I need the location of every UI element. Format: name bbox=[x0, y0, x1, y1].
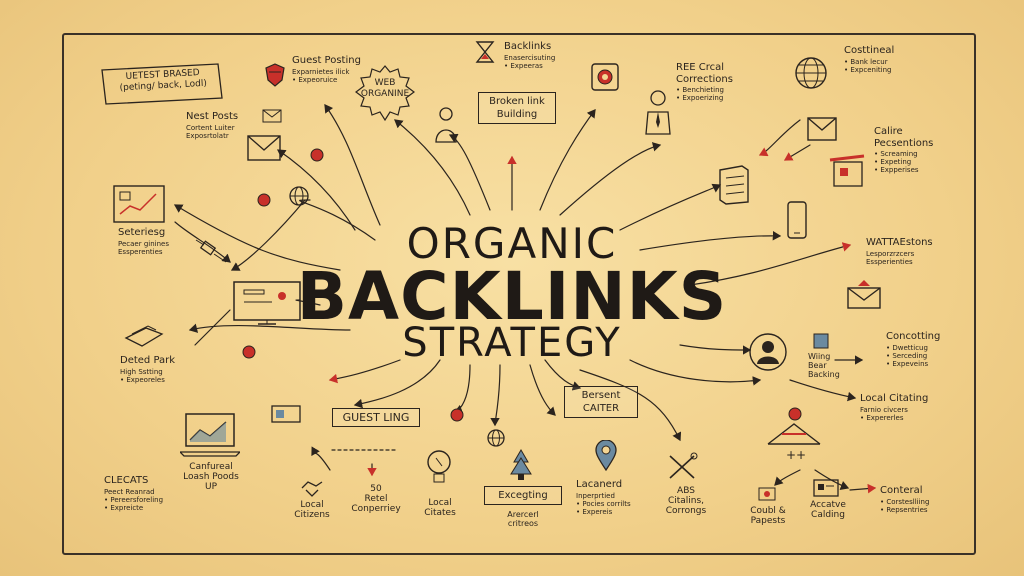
alert-dot-icon bbox=[242, 344, 256, 363]
excegting-box: Excegting bbox=[484, 486, 562, 505]
coubl-label: Coubl & Papests bbox=[750, 506, 786, 526]
ree-crcal-label: REE Crcal Corrections • Benchieting • Ex… bbox=[676, 62, 733, 102]
tools-icon bbox=[666, 452, 700, 486]
monitor-icon bbox=[232, 280, 302, 334]
stamp-text: WEB ORGANINE bbox=[360, 78, 410, 99]
guest-ling-box: GUEST LING bbox=[332, 408, 420, 427]
lacanered-label: Lacanerd Inperprtied • Pocies corrilts •… bbox=[576, 479, 631, 516]
fifty-label: 50 Retel Conperriey bbox=[351, 484, 401, 514]
alert-dot-icon bbox=[788, 406, 802, 425]
title-strategy: STRATEGY bbox=[402, 320, 622, 366]
contral-label: Conteral • Corsteslliing • Repsentries bbox=[880, 485, 930, 514]
pin-icon bbox=[594, 439, 618, 476]
small-envelope-icon bbox=[262, 108, 282, 127]
concotting-label: Concotting • Dwetticug • Serceding • Exp… bbox=[886, 331, 941, 368]
cleats-label: CLECATS Peect Reanrad • Pereersforeling … bbox=[104, 475, 164, 512]
excegting-node: Excegting Arercerl critreos bbox=[484, 486, 562, 528]
notepad-icon bbox=[828, 154, 868, 194]
alert-dot-icon bbox=[257, 192, 271, 211]
wattastons-label: WATTAEstons Lesporzrzcers Essperienties bbox=[866, 237, 933, 266]
globe-icon bbox=[794, 56, 828, 94]
nest-posts-label: Nest Posts Cortent Luiter Exposrtolatr bbox=[186, 111, 239, 140]
hourglass-icon bbox=[474, 40, 496, 68]
user-circle-icon bbox=[748, 332, 788, 376]
shield-icon bbox=[264, 62, 286, 92]
camera-icon bbox=[758, 486, 776, 506]
calire-label: Calire Pecsentions • Screaming • Expetin… bbox=[874, 126, 934, 174]
server-icon bbox=[716, 162, 752, 210]
envelope-icon bbox=[846, 278, 882, 314]
guest-posting-label: Guest Posting Exparnietes ilick • Expeor… bbox=[292, 55, 361, 84]
broken-link-box: Broken link Building bbox=[478, 92, 556, 124]
excegting-sub: Arercerl critreos bbox=[507, 510, 539, 528]
local-citating-label: Local Citating Farnio civcers • Expererl… bbox=[860, 393, 929, 422]
backlinks-label: Backlinks Enasercisuting • Expeeras bbox=[504, 41, 556, 70]
bridge-icon bbox=[766, 418, 822, 452]
handshake-icon bbox=[300, 478, 324, 502]
deted-park-label: Deted Park High Sstting • Expeoreles bbox=[120, 355, 176, 384]
local-citizens-label: Local Citizens bbox=[294, 500, 330, 520]
document-stack-icon bbox=[122, 320, 166, 354]
envelope-icon bbox=[806, 116, 838, 146]
seteriesg-label: Seteriesg Pecaer ginines Essperenties bbox=[118, 227, 169, 256]
abs-label: ABS Citalins, Corrongs bbox=[665, 486, 707, 516]
alert-dot-icon bbox=[450, 407, 464, 426]
wiing-label: Wiing Bear Backing bbox=[808, 352, 840, 379]
title-backlinks: BACKLINKS bbox=[296, 258, 728, 335]
frame-border bbox=[62, 33, 976, 555]
accatve-label: Accatve Calding bbox=[810, 500, 846, 520]
organic-stamp: WEB ORGANINE bbox=[354, 64, 416, 126]
plus-label: ++ bbox=[786, 448, 807, 462]
tag-banner: UETEST BRASED (peting/ back, Lodl) bbox=[98, 62, 226, 106]
cube-icon bbox=[812, 332, 830, 354]
cable-icon bbox=[194, 236, 230, 270]
person-icon bbox=[433, 104, 459, 148]
globe-icon bbox=[288, 185, 310, 211]
id-card-icon bbox=[270, 404, 302, 428]
canfural-label: Canfureal Loash Poods UP bbox=[183, 462, 239, 492]
globe-icon bbox=[486, 428, 506, 452]
title-organic: ORGANIC bbox=[406, 219, 618, 268]
tree-icon bbox=[508, 448, 534, 488]
laptop-chart-icon bbox=[178, 412, 242, 462]
slides-icon bbox=[812, 478, 840, 502]
chart-icon bbox=[112, 184, 166, 228]
alert-dot-icon bbox=[310, 147, 324, 166]
local-citates-label: Local Citates bbox=[424, 498, 456, 518]
costtineal-label: Costtineal • Bank lecur • Expceniting bbox=[844, 45, 895, 74]
lightbulb-icon bbox=[424, 448, 454, 492]
phone-icon bbox=[786, 200, 808, 244]
bersent-box: Bersent CAITER bbox=[564, 386, 638, 418]
camera-icon bbox=[590, 62, 620, 96]
businessman-icon bbox=[643, 88, 673, 140]
envelope-icon bbox=[246, 134, 282, 166]
